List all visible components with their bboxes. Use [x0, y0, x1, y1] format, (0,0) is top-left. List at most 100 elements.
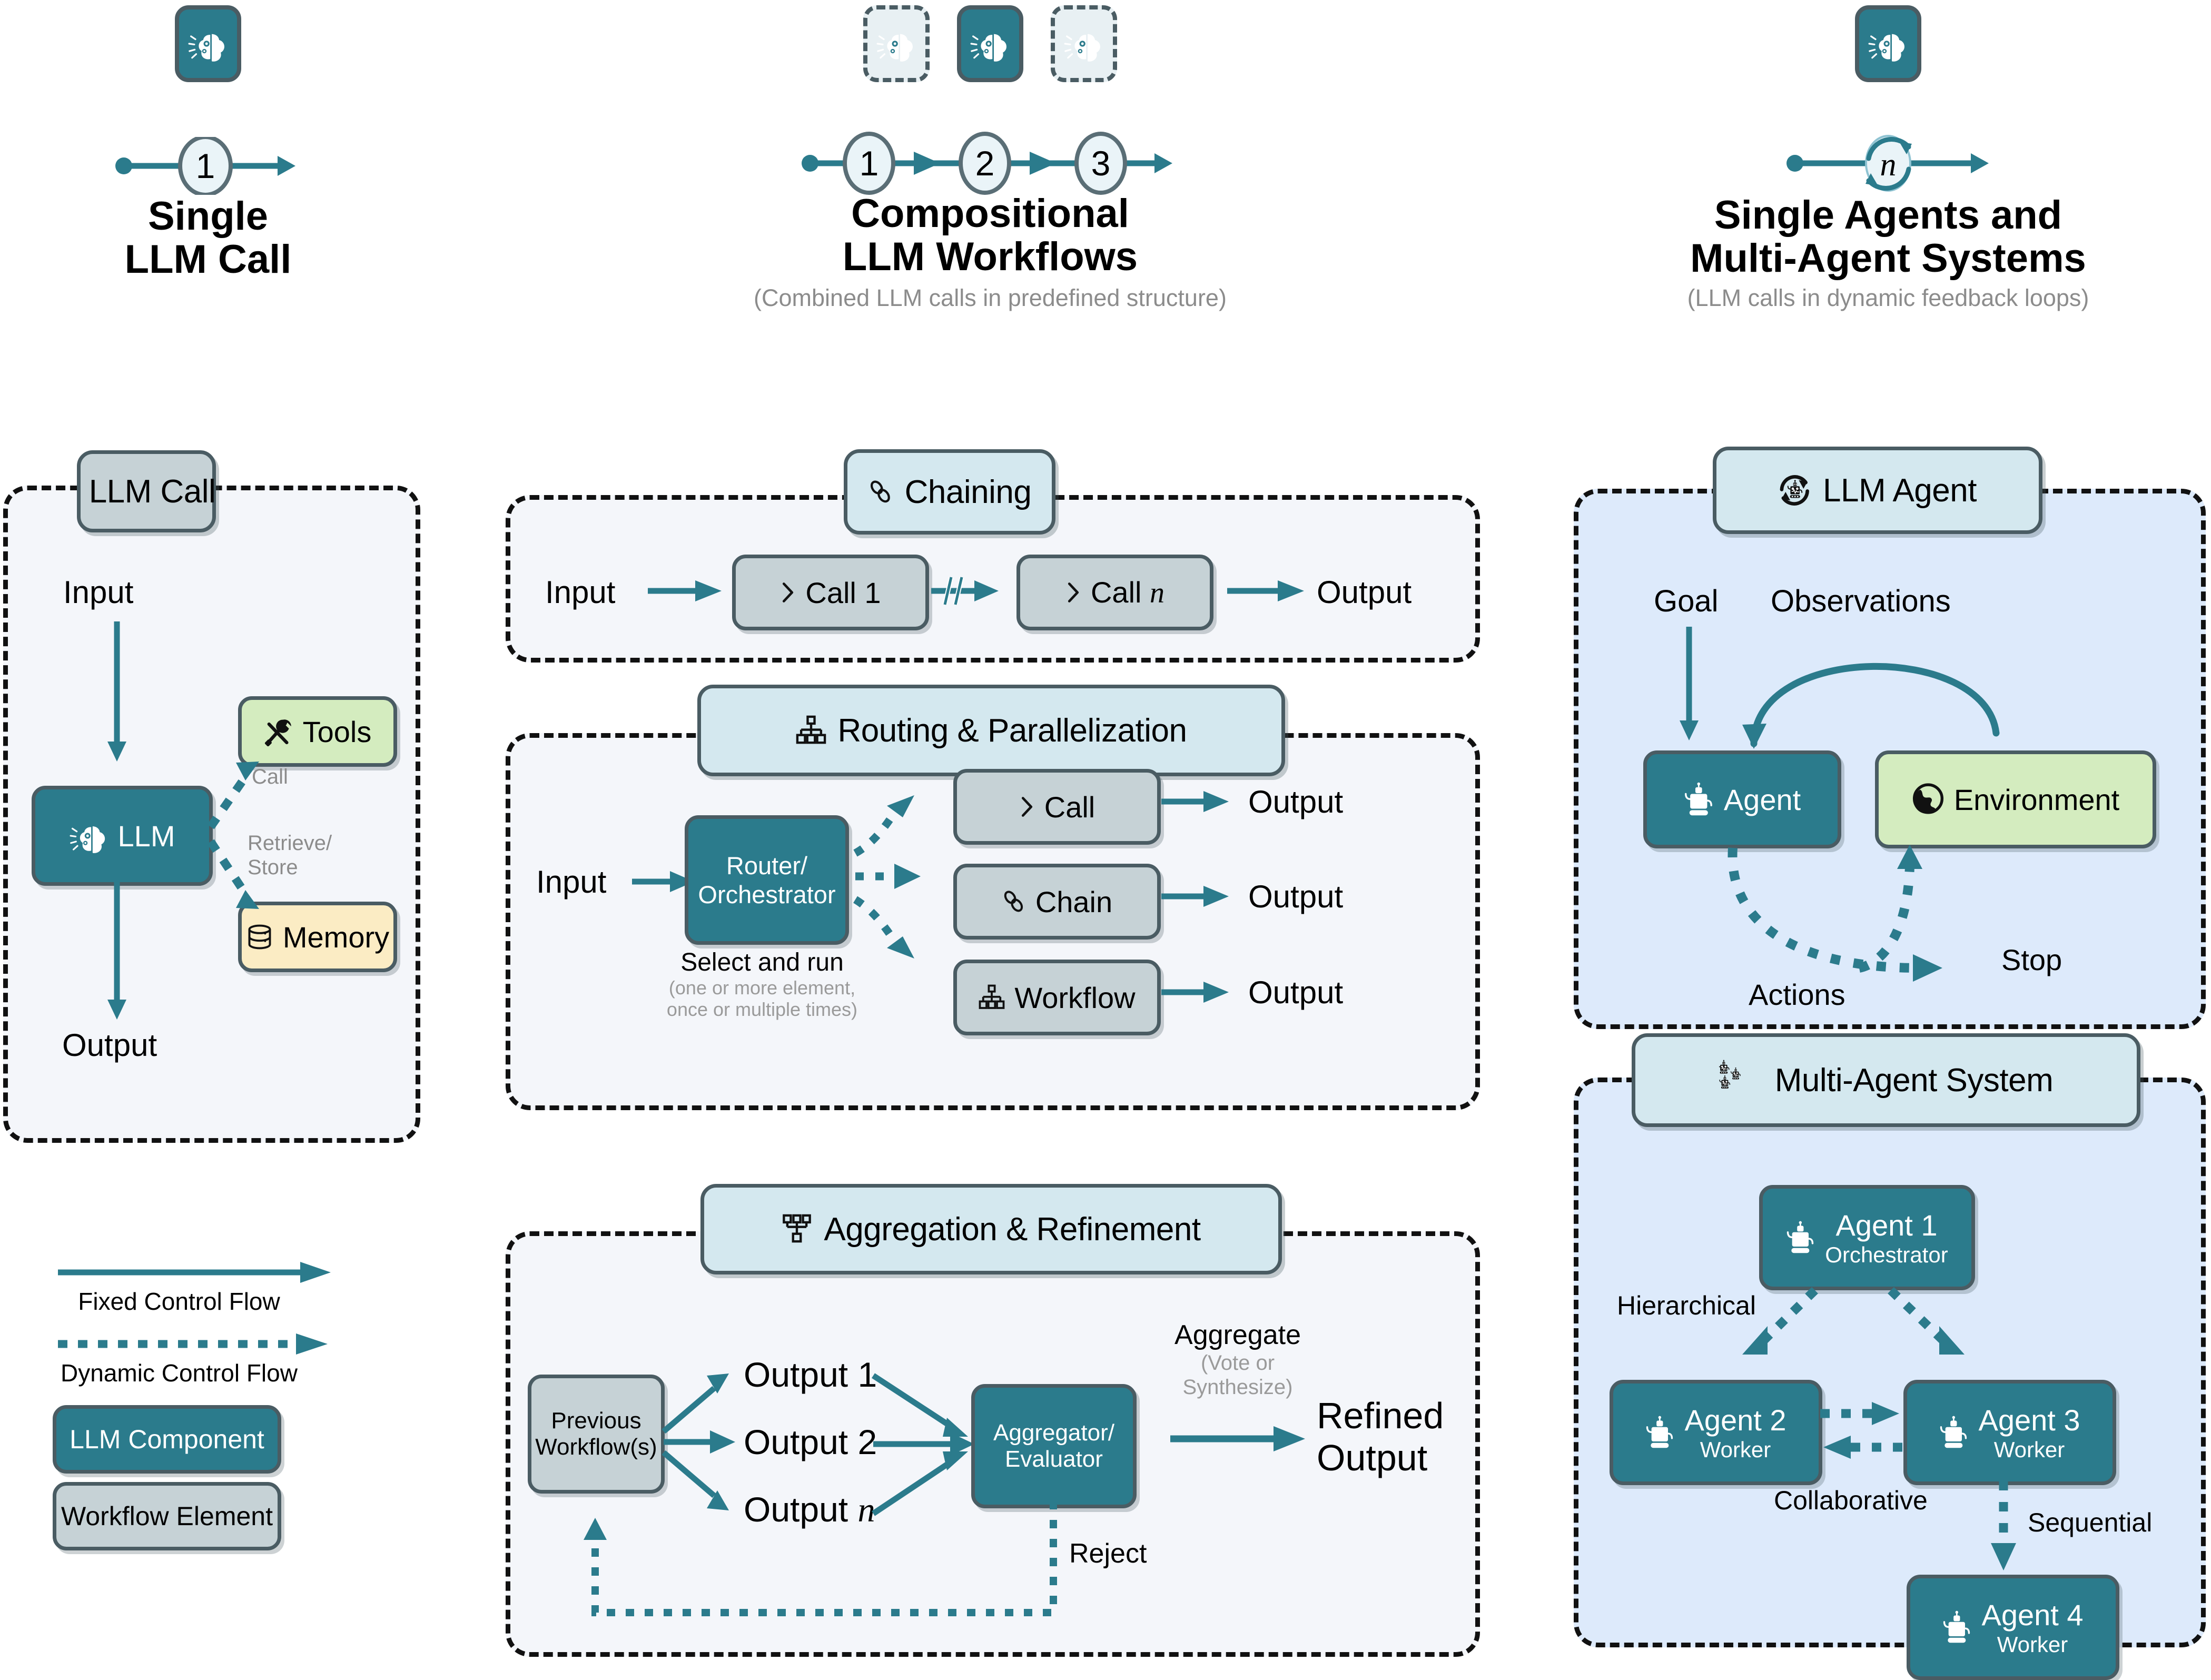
robot-icon [1943, 1610, 1970, 1644]
routing-branch-chain-node[interactable]: Chain [953, 864, 1161, 940]
brain-icon [1855, 5, 1921, 82]
robot-icon [1684, 782, 1712, 816]
memory-node[interactable]: Memory [238, 902, 397, 972]
multi-agent-panel [1574, 1078, 2206, 1647]
agent-1-role: Orchestrator [1825, 1242, 1948, 1267]
robots-icon [1719, 1059, 1741, 1089]
environment-node-label: Environment [1953, 783, 2120, 816]
agent-1-node[interactable]: Agent 1 Orchestrator [1759, 1185, 1975, 1290]
environment-node[interactable]: Environment [1875, 750, 2156, 848]
llm-call-panel-badge-label: LLM Call [88, 473, 216, 510]
header-title-single: Single LLM Call [0, 194, 416, 281]
step-timeline-agents: n [1786, 135, 1989, 192]
chaining-call-n-node[interactable]: Call n [1016, 555, 1213, 630]
chaining-panel-badge-label: Chaining [904, 473, 1032, 510]
refined-line2: Output [1317, 1437, 1428, 1478]
multi-agent-panel-badge-label: Multi-Agent System [1774, 1062, 2054, 1099]
database-icon [248, 924, 271, 950]
routing-branch-call-label: Call [1044, 790, 1095, 824]
refined-output-label: Refined Output [1317, 1395, 1444, 1479]
aggregator-line1: Aggregator/ [993, 1420, 1114, 1446]
chevron-right-icon [780, 581, 796, 604]
llm-agent-panel-badge[interactable]: LLM Agent [1713, 447, 2042, 534]
legend-dynamic-arrow [58, 1333, 328, 1355]
hierarchy-icon [979, 984, 1005, 1009]
header-title-line1: Single [147, 194, 269, 239]
legend-llm-component-label: LLM Component [70, 1425, 264, 1454]
tools-icon [264, 717, 293, 746]
legend-fixed-arrow [58, 1262, 331, 1283]
agent-4-node[interactable]: Agent 4 Worker [1907, 1575, 2119, 1680]
chevron-right-icon [1019, 796, 1035, 818]
aggregation-output-n: Output n [744, 1490, 875, 1529]
legend-llm-component: LLM Component [53, 1405, 281, 1474]
previous-workflows-node[interactable]: Previous Workflow(s) [528, 1375, 665, 1494]
routing-note-title: Select and run [680, 948, 844, 976]
multi-agent-panel-badge[interactable]: Multi-Agent System [1632, 1033, 2140, 1127]
aggregate-sub-line2: Synthesize) [1182, 1376, 1293, 1399]
agent-node[interactable]: Agent [1643, 750, 1841, 848]
legend-workflow-element: Workflow Element [53, 1482, 281, 1550]
header-subtitle-compositional: (Combined LLM calls in predefined struct… [754, 284, 1227, 311]
routing-note-line1: (one or more element, [668, 977, 856, 999]
agent-3-name: Agent 3 [1978, 1403, 2080, 1437]
routing-input-label: Input [536, 864, 607, 900]
svg-text:2: 2 [975, 144, 995, 183]
agent-3-role: Worker [1993, 1437, 2065, 1462]
agent-2-node[interactable]: Agent 2 Worker [1610, 1380, 1822, 1485]
llm-node-label: LLM [117, 819, 175, 853]
svg-text:3: 3 [1091, 144, 1111, 183]
routing-branch-call-node[interactable]: Call [953, 769, 1161, 845]
llm-node[interactable]: LLM [32, 786, 213, 886]
step-timeline-compositional: 1 2 3 [802, 132, 1172, 195]
globe-icon [1912, 783, 1945, 816]
routing-branch-workflow-node[interactable]: Workflow [953, 960, 1161, 1035]
routing-branch-chain-output: Output [1248, 879, 1344, 914]
chaining-call-1-node[interactable]: Call 1 [732, 555, 929, 630]
aggregate-sub-line1: (Vote or [1200, 1351, 1275, 1375]
aggregation-output-1: Output 1 [744, 1355, 877, 1394]
legend-workflow-element-label: Workflow Element [61, 1501, 273, 1531]
aggregation-panel-badge[interactable]: Aggregation & Refinement [700, 1184, 1282, 1274]
agent-3-node[interactable]: Agent 3 Worker [1903, 1380, 2116, 1485]
agent-goal-label: Goal [1654, 584, 1719, 618]
sequential-label: Sequential [2028, 1508, 2153, 1537]
aggregate-label: Aggregate [1174, 1320, 1301, 1350]
agent-observations-label: Observations [1771, 584, 1951, 618]
header-agents: n Single Agents and Multi-Agent Systems … [1575, 5, 2202, 311]
collaborative-label: Collaborative [1774, 1486, 1928, 1515]
previous-workflows-line2: Workflow(s) [535, 1434, 657, 1460]
header-single-llm-call: 1 Single LLM Call [0, 5, 416, 281]
routing-note: Select and run (one or more element, onc… [649, 948, 875, 1021]
llm-call-panel-badge[interactable]: LLM Call [77, 450, 216, 532]
router-orchestrator-node[interactable]: Router/ Orchestrator [685, 815, 849, 945]
chaining-output-label: Output [1317, 575, 1412, 610]
hierarchical-label: Hierarchical [1617, 1291, 1756, 1320]
chevron-right-icon [1065, 581, 1081, 604]
routing-branch-workflow-output: Output [1248, 975, 1344, 1010]
previous-workflows-line1: Previous [551, 1408, 641, 1434]
header-title-compositional: Compositional LLM Workflows [506, 192, 1475, 279]
svg-text:1: 1 [196, 146, 215, 185]
step-timeline-single: 1 [115, 137, 295, 195]
header-title-line1: Compositional [851, 191, 1129, 236]
agent-4-name: Agent 4 [1981, 1598, 2084, 1632]
brain-icon [175, 5, 241, 82]
routing-branch-chain-label: Chain [1035, 885, 1113, 918]
svg-text:1: 1 [860, 144, 879, 183]
brain-icon [70, 825, 106, 854]
tools-node[interactable]: Tools [238, 696, 397, 767]
llm-call-output-label: Output [62, 1027, 157, 1063]
chaining-panel-badge[interactable]: Chaining [844, 449, 1055, 535]
aggregation-icon [782, 1213, 812, 1246]
legend: Fixed Control Flow Dynamic Control Flow … [21, 1259, 337, 1550]
legend-fixed-label: Fixed Control Flow [78, 1288, 280, 1315]
robot-icon [1646, 1416, 1673, 1449]
header-title-line2: LLM Workflows [842, 234, 1138, 280]
aggregator-evaluator-node[interactable]: Aggregator/ Evaluator [971, 1384, 1137, 1508]
robot-icon [1787, 1221, 1814, 1254]
brain-icon-ghost-right [1051, 5, 1117, 82]
llm-agent-panel-badge-label: LLM Agent [1823, 472, 1977, 509]
routing-panel-badge[interactable]: Routing & Parallelization [697, 685, 1285, 776]
agent-2-name: Agent 2 [1684, 1403, 1786, 1437]
